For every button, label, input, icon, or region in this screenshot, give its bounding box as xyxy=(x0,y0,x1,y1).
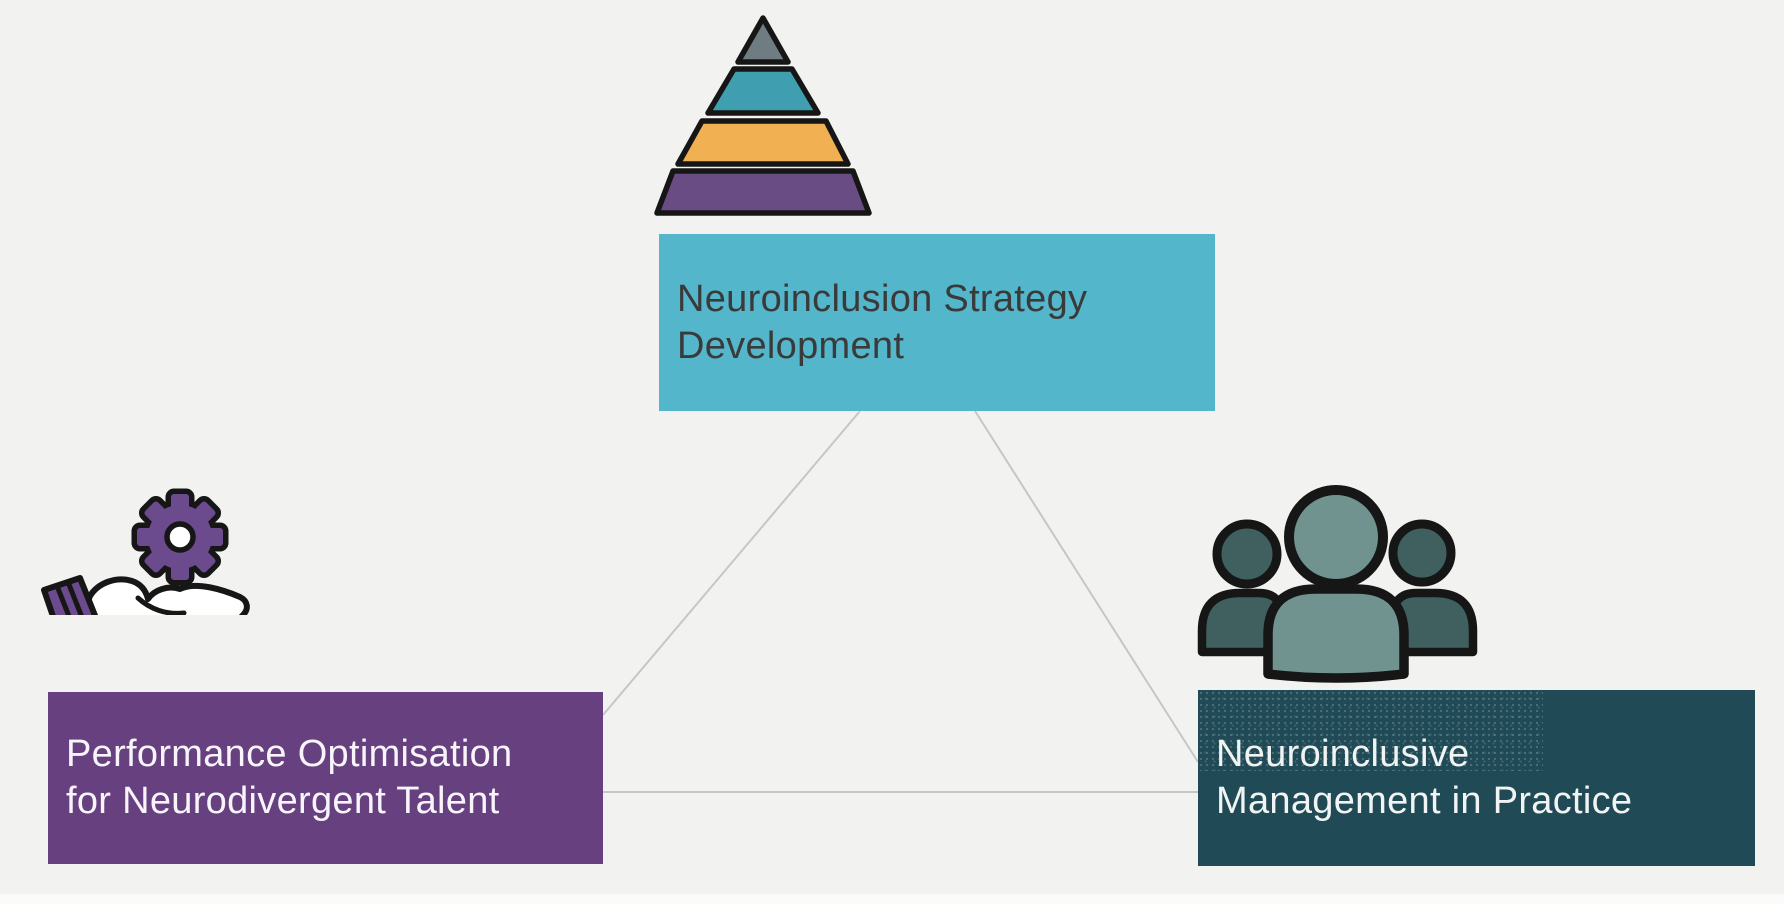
node-label-line: for Neurodivergent Talent xyxy=(66,780,500,822)
pyramid-layer-base xyxy=(654,168,872,216)
node-label-line: Neuroinclusion Strategy xyxy=(677,277,1088,320)
person-center-shoulders xyxy=(1263,584,1409,683)
people-group-icon[interactable] xyxy=(1195,485,1480,685)
connector-strategy-performance xyxy=(602,410,861,716)
connector-strategy-management xyxy=(974,410,1199,763)
layered-pyramid-icon[interactable] xyxy=(650,12,875,218)
gear-hole xyxy=(164,521,196,553)
pyramid-layer-second xyxy=(705,66,821,116)
node-neuroinclusive-management[interactable]: Neuroinclusive Management in Practice xyxy=(1198,690,1755,866)
person-right-head xyxy=(1388,519,1456,587)
pyramid-layer-third xyxy=(675,118,851,167)
hand-palm xyxy=(82,576,250,615)
node-performance-optimisation[interactable]: Performance Optimisation for Neurodiverg… xyxy=(48,692,603,864)
person-left-head xyxy=(1212,519,1282,589)
hand-holding-gear-icon[interactable] xyxy=(40,420,270,615)
thumb-crease xyxy=(135,595,187,615)
person-center-head xyxy=(1284,485,1388,589)
pyramid-layer-top xyxy=(735,15,791,65)
node-label-line: Neuroinclusive xyxy=(1216,733,1470,775)
node-neuroinclusion-strategy-development[interactable]: Neuroinclusion Strategy Development xyxy=(659,234,1215,411)
node-label-line: Performance Optimisation xyxy=(66,733,513,775)
sleeve xyxy=(41,575,99,615)
page-bottom-strip xyxy=(0,894,1784,904)
node-label-line: Management in Practice xyxy=(1216,780,1633,822)
node-label-line: Development xyxy=(677,324,905,367)
